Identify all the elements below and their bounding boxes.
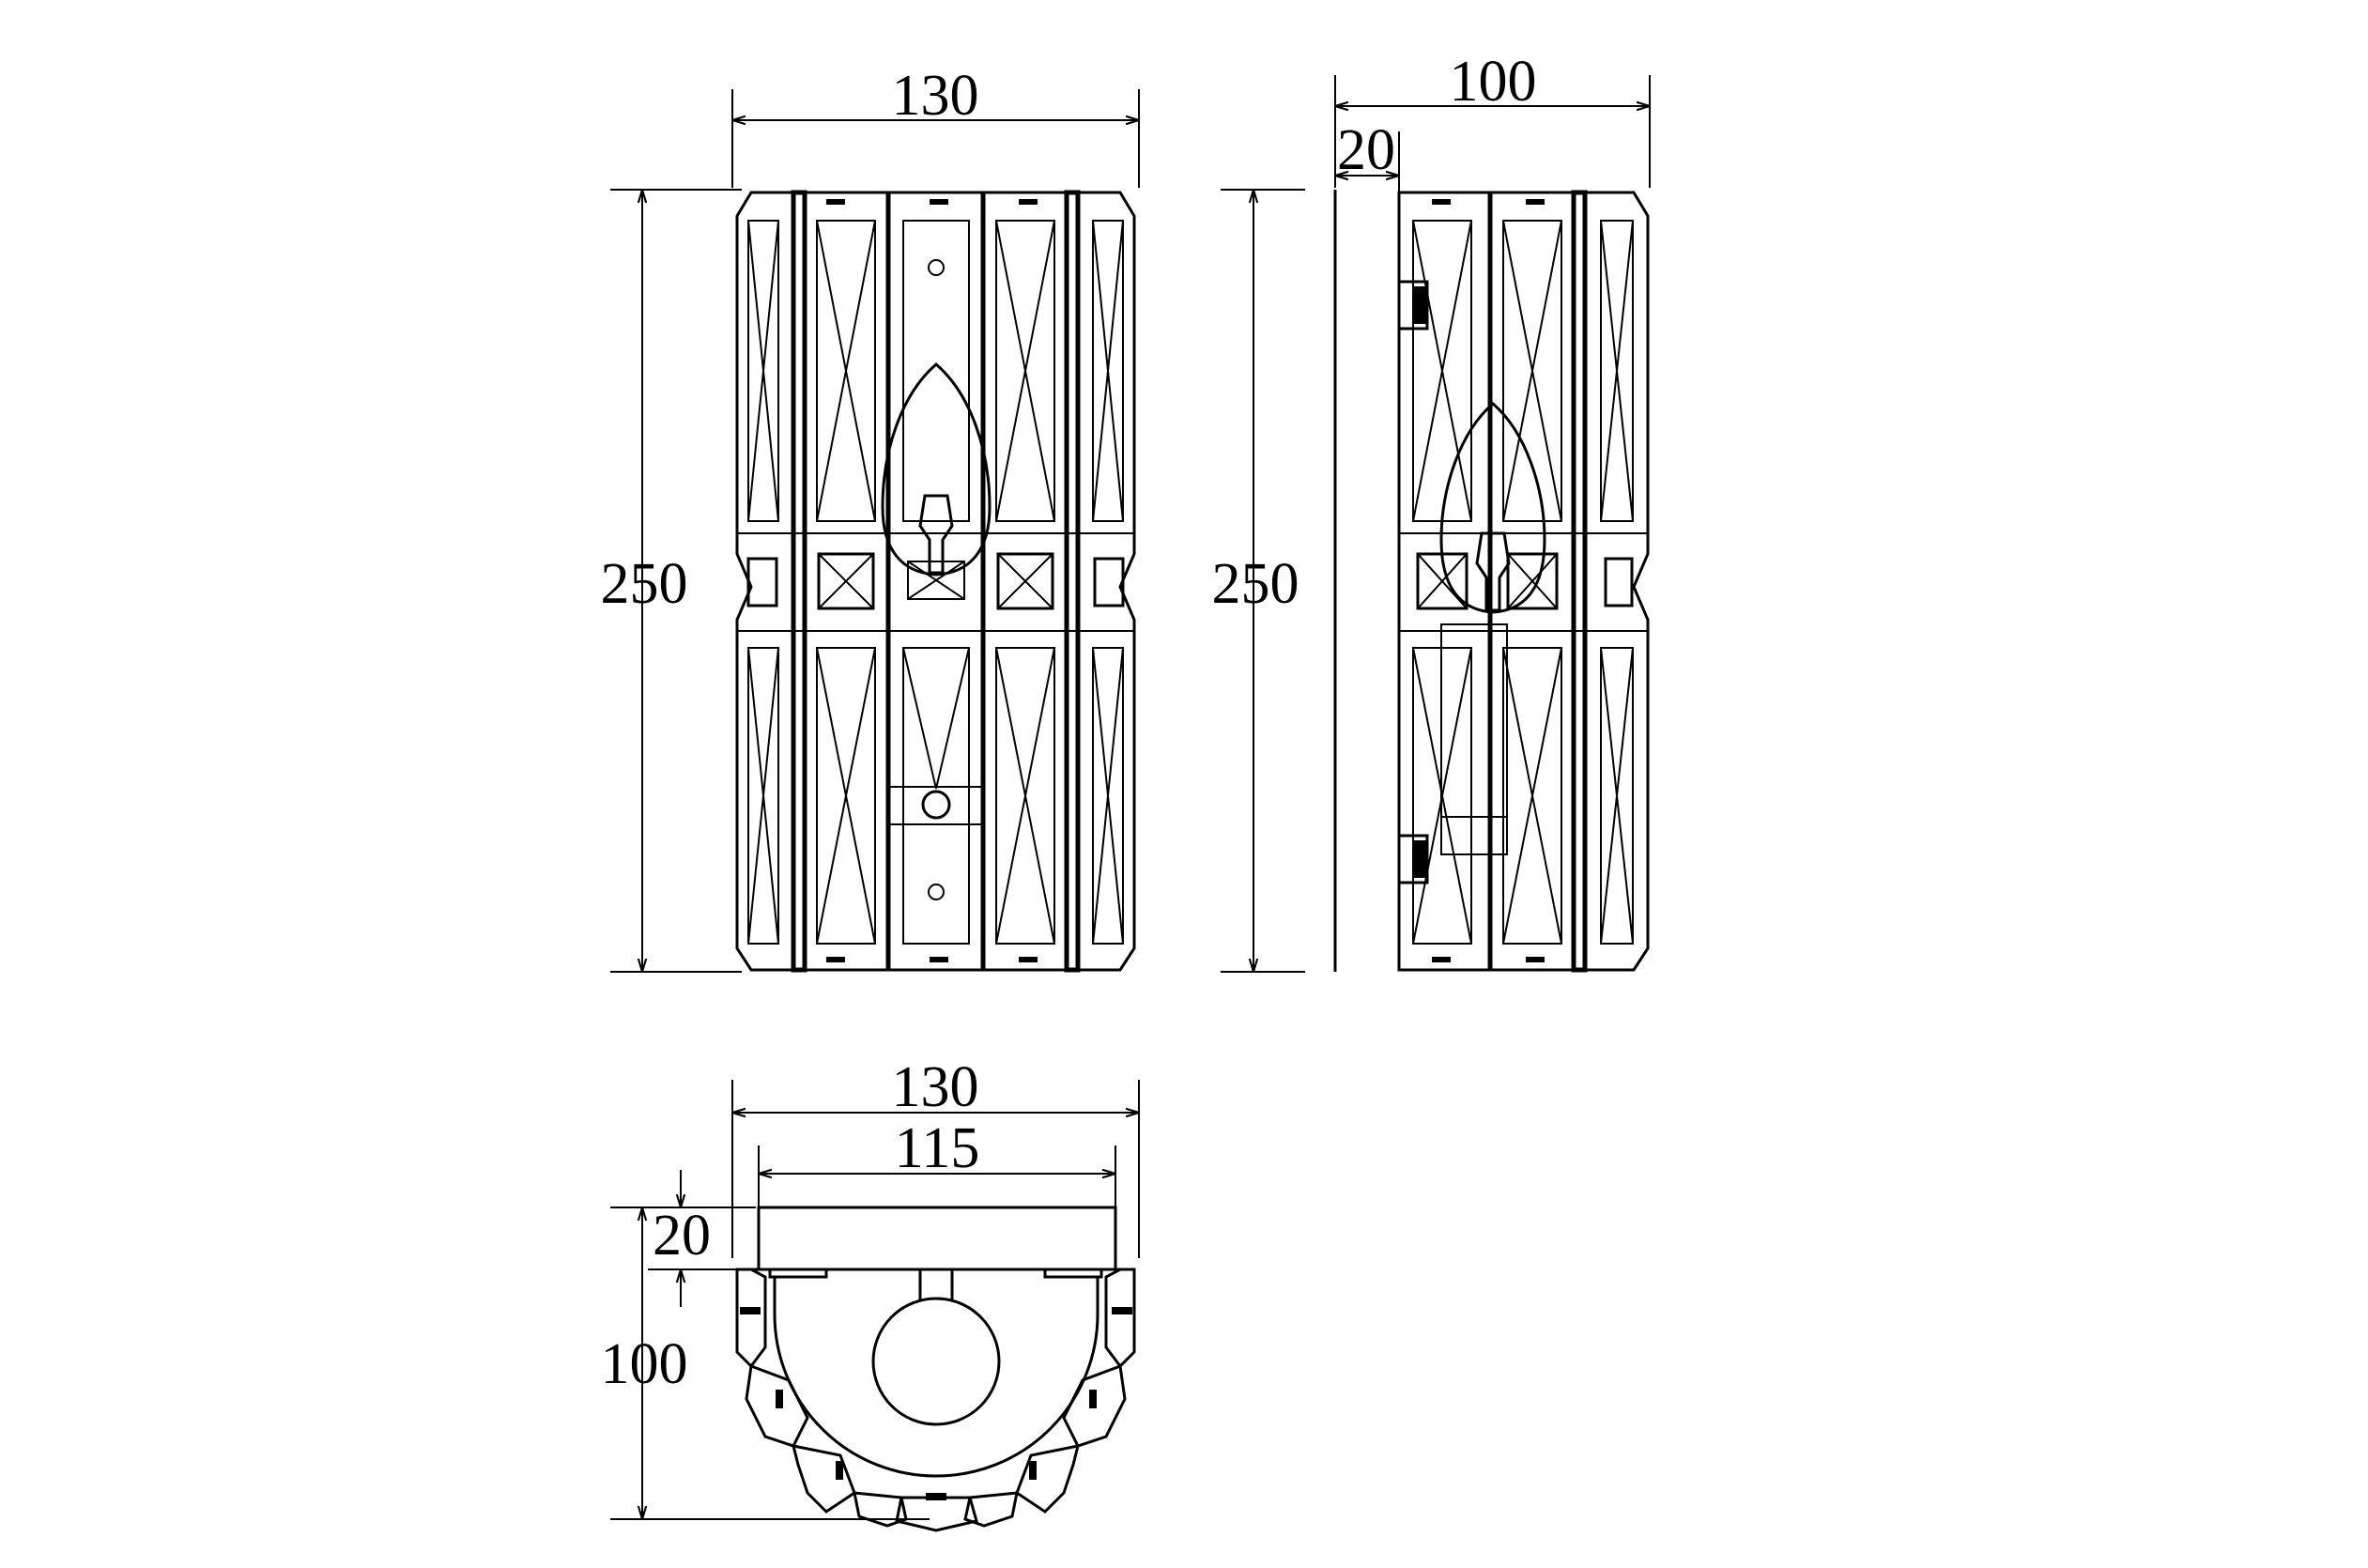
side-offset-dimension: 20 [1335, 118, 1400, 192]
side-offset-label: 20 [1337, 118, 1395, 182]
side-body [1397, 190, 1650, 973]
top-outer-width-dimension: 130 [731, 1055, 1140, 1258]
top-offset-dimension: 20 [610, 1170, 756, 1307]
top-depth-label: 100 [601, 1332, 688, 1396]
top-inner-width-label: 115 [895, 1116, 980, 1180]
top-body [735, 1206, 1136, 1532]
side-depth-label: 100 [1450, 50, 1537, 114]
front-width-label: 130 [892, 64, 979, 128]
front-view: 130 250 [601, 64, 1140, 973]
top-offset-label: 20 [653, 1204, 711, 1268]
side-height-label: 250 [1212, 552, 1299, 616]
top-inner-width-dimension: 115 [758, 1116, 1116, 1207]
top-view: 130 115 20 100 [601, 1055, 1140, 1532]
side-height-dimension: 250 [1212, 189, 1305, 973]
front-height-dimension: 250 [601, 189, 742, 973]
side-view: 100 20 250 [1212, 50, 1651, 973]
top-depth-dimension: 100 [601, 1207, 930, 1520]
front-body [735, 190, 1136, 973]
front-width-dimension: 130 [731, 64, 1140, 188]
top-outer-width-label: 130 [892, 1055, 979, 1119]
front-height-label: 250 [601, 552, 688, 616]
side-depth-dimension: 100 [1334, 50, 1651, 188]
